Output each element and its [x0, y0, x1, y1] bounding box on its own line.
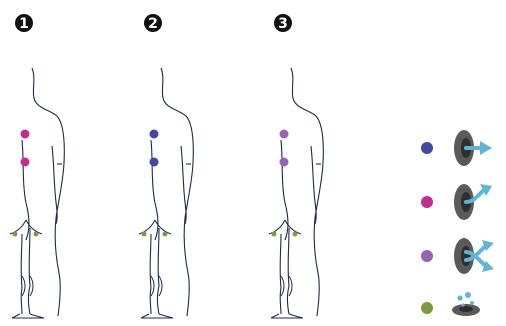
- panel-1: 1: [10, 14, 64, 318]
- leg-dot-left: [272, 232, 277, 237]
- injection-dot-lower: [150, 158, 159, 167]
- injection-dot-upper: [150, 130, 159, 139]
- crossing-arrows-icon: [454, 238, 494, 274]
- legend-row: [421, 130, 492, 166]
- panel-2: 2: [139, 14, 193, 318]
- legend-color-dot: [421, 196, 433, 208]
- panel-3: 3: [269, 14, 323, 318]
- legend-color-dot: [421, 142, 433, 154]
- leg-dot-right: [34, 232, 39, 237]
- panel-number: 2: [148, 16, 158, 32]
- leg-dot-left: [142, 232, 147, 237]
- leg-dot-left: [13, 232, 18, 237]
- injection-dot-upper: [21, 130, 30, 139]
- legend-color-dot: [421, 302, 433, 314]
- panel-number-badge: 3: [274, 14, 292, 32]
- curved-arrow-icon: [454, 184, 492, 220]
- body-silhouette: [139, 68, 193, 318]
- legend-row: [421, 292, 480, 316]
- injection-dot-lower: [280, 158, 289, 167]
- panel-number: 1: [19, 16, 29, 32]
- panel-number: 3: [278, 16, 288, 32]
- panel-number-badge: 2: [144, 14, 162, 32]
- body-silhouette: [10, 68, 64, 318]
- injection-dot-lower: [21, 158, 30, 167]
- panel-number-badge: 1: [15, 14, 33, 32]
- legend-row: [421, 184, 492, 220]
- legend-row: [421, 238, 494, 274]
- injection-dot-upper: [280, 130, 289, 139]
- leg-dot-right: [163, 232, 168, 237]
- legend-color-dot: [421, 250, 433, 262]
- straight-arrow-icon: [454, 130, 492, 166]
- droplets-icon: [452, 292, 480, 316]
- body-silhouette: [269, 68, 323, 318]
- leg-dot-right: [293, 232, 298, 237]
- legend: [421, 130, 494, 316]
